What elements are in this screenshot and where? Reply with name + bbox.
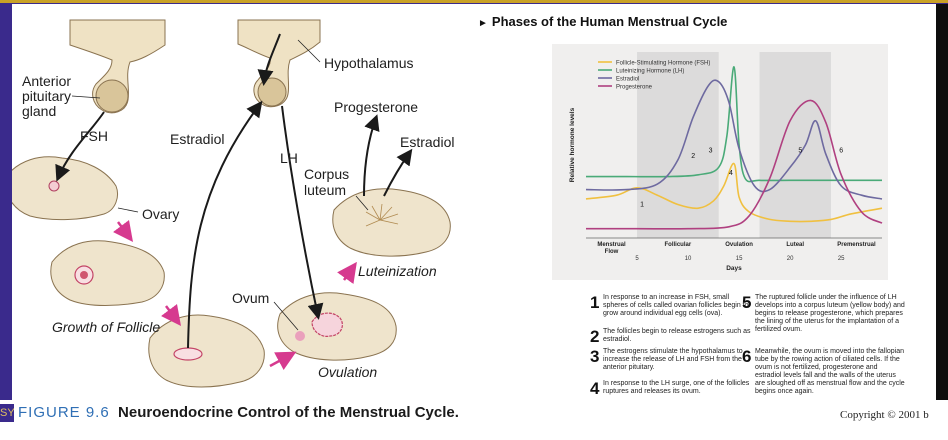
lh-arrow <box>281 105 324 320</box>
graph-title: ►Phases of the Human Menstrual Cycle <box>478 14 727 29</box>
series-line <box>585 99 883 230</box>
label-fsh: FSH <box>80 128 108 144</box>
label-luteinization: Luteinization <box>358 263 437 279</box>
legend-label: Luteinizing Hormone (LH) <box>616 69 684 75</box>
leader-hypothalamus <box>297 39 321 63</box>
graph-title-text: Phases of the Human Menstrual Cycle <box>491 14 728 29</box>
series-line <box>585 79 883 200</box>
phase-label: Flow <box>605 249 619 255</box>
figure-title: Neuroendocrine Control of the Menstrual … <box>118 404 459 421</box>
figure-caption: FIGURE 9.6 Neuroendocrine Control of the… <box>18 404 459 421</box>
hypothalamus-feedback-arrow <box>257 33 281 86</box>
label-anterior-pituitary-1: Anterior <box>22 73 72 89</box>
hormone-chart: Follicle-Stimulating Hormone (FSH) Lutein… <box>552 44 888 280</box>
curve-marker: 3 <box>709 147 713 154</box>
follicle-large <box>173 347 203 361</box>
step-text: The estrogens stimulate the hypothalamus… <box>603 348 743 371</box>
step-number: 3 <box>590 347 600 366</box>
hormone-chart-svg: Follicle-Stimulating Hormone (FSH) Lutein… <box>569 52 883 272</box>
phase-band <box>637 52 719 238</box>
step-number: 1 <box>590 293 600 312</box>
neuroendocrine-diagram <box>12 19 451 388</box>
step-number: 6 <box>742 347 752 366</box>
label-ovum: Ovum <box>232 290 270 306</box>
right-edge-bar <box>936 4 948 402</box>
legend-label: Estradiol <box>616 77 639 83</box>
label-estradiol-right: Estradiol <box>400 134 455 150</box>
leader-pituitary <box>71 95 101 99</box>
x-tick-label: 20 <box>787 256 794 262</box>
pink-arrow-2 <box>161 304 181 326</box>
pituitary-gland-right <box>237 19 321 108</box>
ovary-shape-1 <box>12 156 118 221</box>
phase-label: Follicular <box>665 242 692 248</box>
step-text: The follicles begin to release estrogens… <box>603 328 751 343</box>
step-number: 4 <box>590 379 600 398</box>
step-text: In response to an increase in FSH, small… <box>603 294 749 317</box>
step-number: 5 <box>742 293 752 312</box>
follicle-medium-core <box>80 271 88 279</box>
top-accent-strip <box>0 0 948 3</box>
pink-arrow-1 <box>113 220 133 242</box>
legend-label: Follicle-Stimulating Hormone (FSH) <box>616 61 710 67</box>
legend-label: Progesterone <box>616 85 653 91</box>
label-ovulation: Ovulation <box>318 364 378 380</box>
step-text: The ruptured follicle under the influenc… <box>755 294 905 333</box>
label-hypothalamus: Hypothalamus <box>324 55 414 71</box>
estradiol-right-arrow <box>383 148 413 197</box>
curve-marker: 5 <box>798 147 802 154</box>
step-text: Meanwhile, the ovum is moved into the fa… <box>755 348 905 395</box>
phase-band <box>759 52 831 238</box>
leader-corpus-luteum <box>355 195 369 211</box>
leader-ovum <box>273 301 299 331</box>
ovum-released <box>295 331 305 341</box>
y-axis-label: Relative hormone levels <box>569 107 576 182</box>
curve-marker: 2 <box>691 153 695 160</box>
pink-arrow-4 <box>337 261 357 285</box>
follicle-small-1 <box>48 180 60 192</box>
phase-label: Ovulation <box>725 242 753 248</box>
label-ovary: Ovary <box>142 206 180 222</box>
label-estradiol-left: Estradiol <box>170 131 225 147</box>
x-tick-label: 15 <box>736 256 743 262</box>
label-growth-of-follicle: Growth of Follicle <box>52 319 161 335</box>
pink-arrow-3 <box>269 351 297 370</box>
leader-ovary <box>117 207 139 213</box>
pituitary-gland-left <box>69 19 166 114</box>
series-line <box>585 162 883 223</box>
curve-marker: 1 <box>640 201 644 208</box>
curve-marker: 4 <box>729 170 733 177</box>
left-edge-fragment: SY <box>0 404 14 422</box>
x-tick-label: 5 <box>635 256 639 262</box>
figure-label: FIGURE 9.6 <box>18 404 110 421</box>
phase-label: Premenstrual <box>837 242 876 248</box>
ovary-shape-2 <box>50 240 165 306</box>
x-axis-label: Days <box>726 265 742 272</box>
x-tick-label: 10 <box>685 256 692 262</box>
fsh-arrow <box>55 111 105 182</box>
title-triangle-icon: ► <box>478 18 488 29</box>
phase-label: Menstrual <box>597 242 626 248</box>
phase-label: Luteal <box>786 242 804 248</box>
label-progesterone: Progesterone <box>334 99 419 115</box>
curve-marker: 6 <box>839 147 843 154</box>
label-corpus-luteum-1: Corpus <box>304 166 350 182</box>
copyright-text: Copyright © 2001 b <box>840 409 929 421</box>
corpus-luteum-shape <box>365 203 399 227</box>
estradiol-arrow <box>187 100 263 349</box>
label-corpus-luteum-2: luteum <box>304 182 347 198</box>
label-anterior-pituitary-3: gland <box>22 103 57 119</box>
progesterone-arrow <box>363 114 380 197</box>
series-line <box>585 66 882 183</box>
label-lh: LH <box>280 150 298 166</box>
step-text: In response to the LH surge, one of the … <box>603 380 750 395</box>
label-anterior-pituitary-2: pituitary <box>22 88 72 104</box>
caption-bar <box>0 400 948 440</box>
ovary-shape-3 <box>148 314 265 388</box>
x-tick-label: 25 <box>838 256 845 262</box>
step-number: 2 <box>590 327 600 346</box>
